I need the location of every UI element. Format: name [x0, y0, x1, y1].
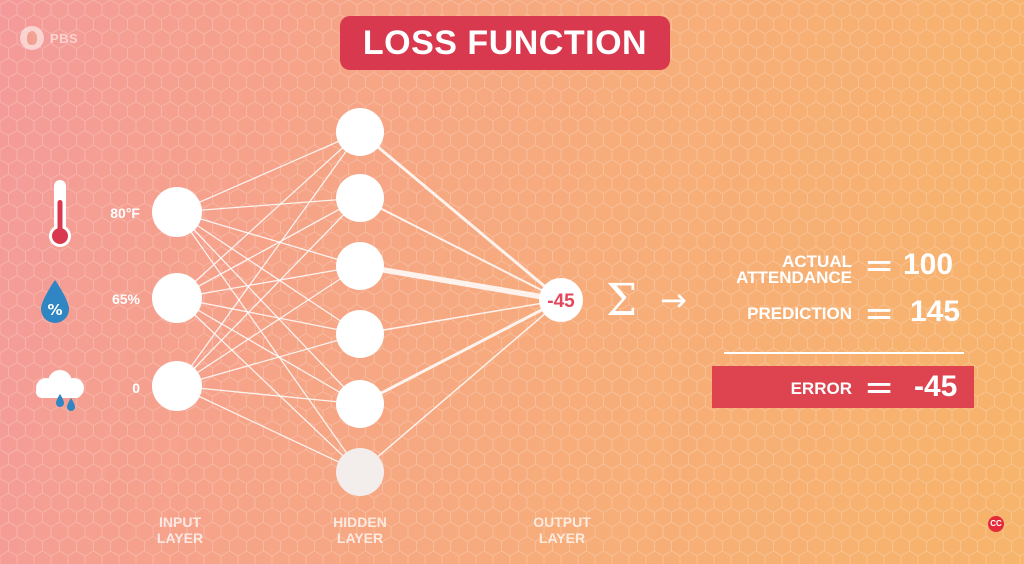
edge-input2-hidden1 [176, 197, 361, 387]
input-value-humidity: 65% [111, 291, 140, 307]
input-layer-label: INPUT LAYER [140, 514, 220, 546]
edge-input2-hidden0 [176, 131, 361, 387]
input-value-precipitation: 0 [132, 380, 140, 396]
error-value: -45 [914, 370, 958, 403]
actual-label-line1: ACTUAL [782, 252, 852, 271]
edge-input0-hidden0 [176, 131, 361, 213]
output-layer-label-line2: LAYER [538, 530, 586, 546]
output-layer-label-line1: OUTPUT [533, 514, 591, 530]
svg-text:%: % [47, 301, 62, 319]
equals-sign-prediction: = [864, 293, 895, 334]
page-title: LOSS FUNCTION [362, 23, 648, 62]
right-arrow-icon: → [660, 281, 687, 319]
edge-hidden1-output [359, 197, 562, 301]
pbs-watermark: PBS [20, 26, 78, 50]
water-drop-percent-icon: % [41, 280, 69, 323]
pbs-watermark-text: PBS [50, 30, 79, 46]
equals-sign-actual: = [864, 245, 895, 286]
output-node-value: -45 [547, 291, 575, 312]
hidden-node-5 [336, 448, 384, 496]
edge-hidden0-output [359, 130, 562, 302]
hidden-node-4 [336, 380, 384, 428]
edge-input2-hidden4 [176, 385, 361, 405]
input-value-temperature: 80°F [110, 205, 140, 221]
edge-hidden4-output [359, 298, 562, 406]
network-nodes [152, 108, 583, 496]
network-edges [176, 130, 562, 473]
actual-label-line2: ATTENDANCE [736, 268, 852, 287]
edge-input1-hidden5 [176, 297, 361, 473]
edge-input0-hidden3 [176, 211, 361, 335]
hidden-layer-label: HIDDEN LAYER [320, 514, 400, 546]
equation-divider [724, 352, 964, 354]
edge-hidden5-output [359, 299, 562, 473]
prediction-value: 145 [910, 295, 961, 328]
edge-input1-hidden0 [176, 131, 361, 299]
output-layer-label: OUTPUT LAYER [522, 514, 602, 546]
actual-attendance-value: 100 [903, 248, 954, 281]
edge-hidden2-output [359, 263, 562, 303]
edge-input0-hidden1 [176, 197, 361, 213]
edge-hidden3-output [359, 299, 562, 335]
pbs-logo-icon [20, 26, 44, 50]
input-node-1 [152, 273, 202, 323]
edge-input1-hidden2 [176, 265, 361, 299]
output-node [539, 278, 583, 322]
hidden-node-0 [336, 108, 384, 156]
hidden-layer-label-line2: LAYER [336, 530, 384, 546]
thermometer-icon [49, 180, 71, 247]
hidden-node-3 [336, 310, 384, 358]
input-layer-label-line2: LAYER [156, 530, 204, 546]
edge-input1-hidden4 [176, 297, 361, 405]
input-node-0 [152, 187, 202, 237]
error-label: ERROR [790, 379, 852, 398]
closed-captions-icon[interactable]: CC [988, 516, 1004, 532]
edge-input0-hidden4 [176, 211, 361, 405]
actual-attendance-label: ACTUAL ATTENDANCE [700, 252, 852, 287]
prediction-label: PREDICTION [747, 304, 852, 323]
equals-sign-error: = [864, 367, 895, 408]
rain-cloud-icon [36, 370, 84, 411]
edge-input2-hidden3 [176, 333, 361, 387]
error-result-box [712, 366, 974, 408]
edge-input0-hidden5 [176, 211, 361, 473]
sigma-icon: Σ [606, 275, 638, 326]
edge-input1-hidden1 [176, 197, 361, 299]
edge-input2-hidden5 [176, 385, 361, 473]
hidden-node-1 [336, 174, 384, 222]
hidden-layer-label-line1: HIDDEN [333, 514, 387, 530]
edge-input2-hidden2 [176, 265, 361, 387]
input-node-2 [152, 361, 202, 411]
title-banner: LOSS FUNCTION [340, 16, 670, 70]
hidden-node-2 [336, 242, 384, 290]
edge-input1-hidden3 [176, 297, 361, 335]
input-layer-label-line1: INPUT [159, 514, 201, 530]
edge-input0-hidden2 [176, 211, 361, 267]
